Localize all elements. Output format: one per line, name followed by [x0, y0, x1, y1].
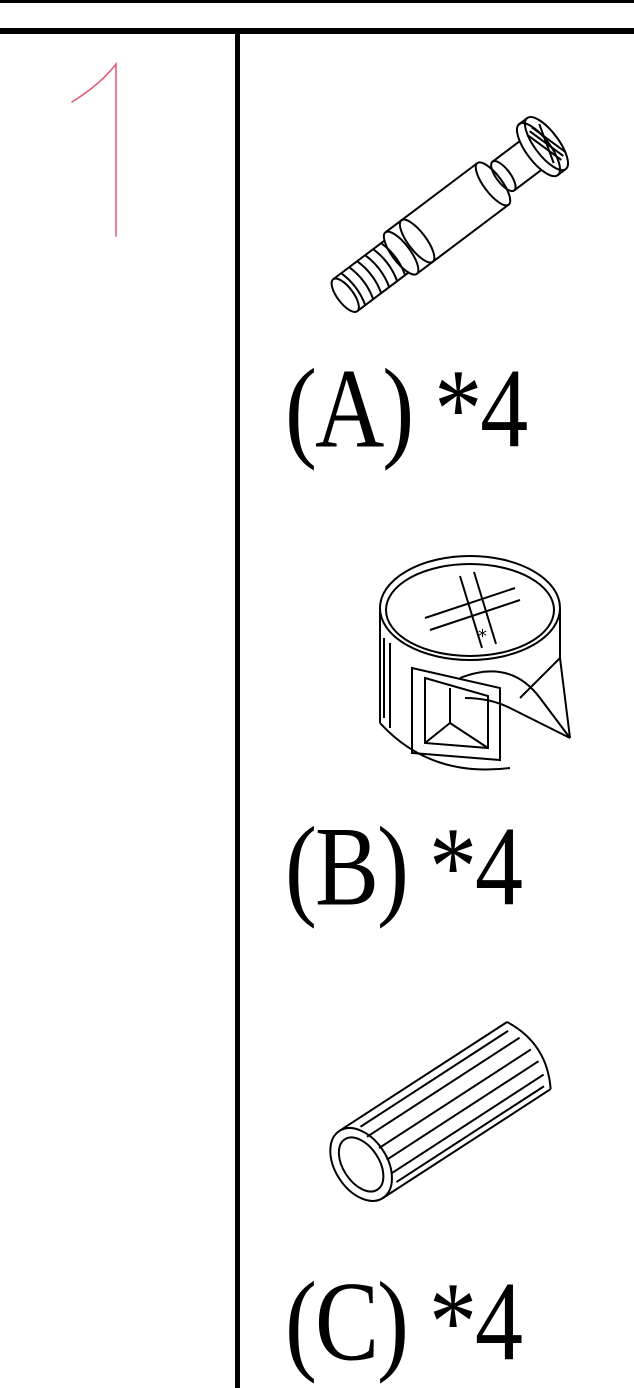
- part-a-label: (A) *4: [285, 344, 528, 472]
- cam-bolt-icon: [275, 65, 615, 325]
- step-number: 1: [60, 50, 150, 250]
- part-c-label: (C) *4: [285, 1257, 523, 1385]
- cam-lock-nut-icon: *: [370, 548, 580, 783]
- step-number-glyph: [71, 61, 117, 237]
- part-b-label: (B) *4: [285, 802, 523, 930]
- header-divider: [0, 28, 634, 34]
- column-divider: [235, 28, 240, 1388]
- wooden-dowel-icon: [295, 1010, 595, 1210]
- svg-text:*: *: [478, 626, 487, 647]
- top-border: [0, 0, 634, 3]
- step-number-text: 1: [150, 50, 151, 51]
